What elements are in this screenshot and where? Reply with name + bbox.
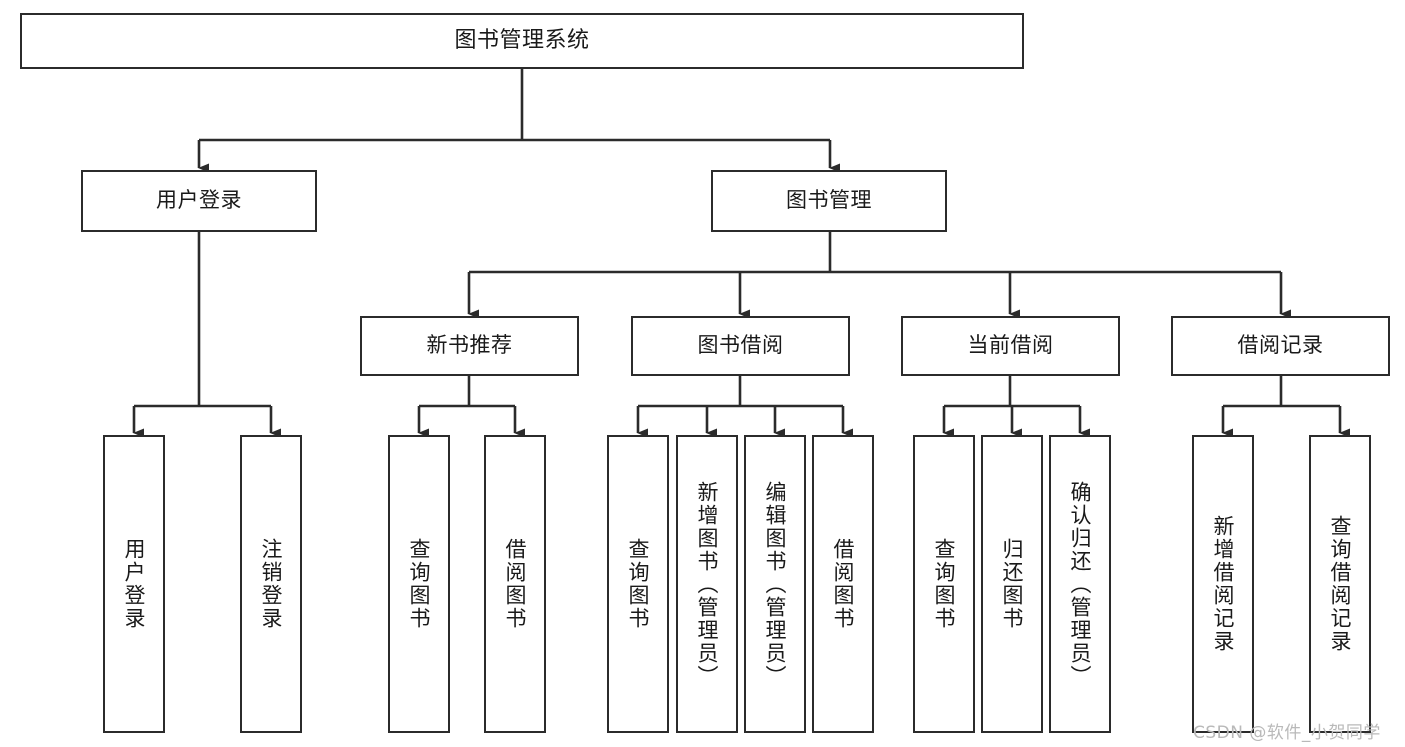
- node-user-login[interactable]: 用户登录: [81, 170, 317, 232]
- node-book-manage[interactable]: 图书管理: [711, 170, 947, 232]
- node-leaf-confirm-return[interactable]: 确认归还（管理员）: [1049, 435, 1111, 733]
- node-new-book-recommend-label: 新书推荐: [426, 333, 513, 358]
- node-leaf-query-book-3[interactable]: 查询图书: [913, 435, 975, 733]
- node-book-borrow[interactable]: 图书借阅: [631, 316, 850, 376]
- node-user-login-label: 用户登录: [156, 188, 242, 213]
- node-book-manage-label: 图书管理: [786, 188, 872, 213]
- node-leaf-add-record[interactable]: 新增借阅记录: [1192, 435, 1254, 733]
- node-leaf-add-book-label: 新增图书（管理员）: [695, 480, 720, 688]
- node-leaf-logout[interactable]: 注销登录: [240, 435, 302, 733]
- node-leaf-query-book-1[interactable]: 查询图书: [388, 435, 450, 733]
- node-leaf-return-book-label: 归还图书: [1000, 538, 1025, 630]
- node-leaf-query-book-1-label: 查询图书: [407, 538, 432, 630]
- node-leaf-return-book[interactable]: 归还图书: [981, 435, 1043, 733]
- node-borrow-record[interactable]: 借阅记录: [1171, 316, 1390, 376]
- node-leaf-add-book[interactable]: 新增图书（管理员）: [676, 435, 738, 733]
- node-current-borrow-label: 当前借阅: [967, 333, 1054, 358]
- node-root[interactable]: 图书管理系统: [20, 13, 1024, 69]
- node-leaf-logout-label: 注销登录: [259, 538, 284, 630]
- node-root-label: 图书管理系统: [454, 27, 590, 53]
- node-leaf-user-login[interactable]: 用户登录: [103, 435, 165, 733]
- node-leaf-query-record[interactable]: 查询借阅记录: [1309, 435, 1371, 733]
- node-new-book-recommend[interactable]: 新书推荐: [360, 316, 579, 376]
- node-leaf-borrow-book-2-label: 借阅图书: [831, 538, 856, 630]
- node-leaf-query-book-2-label: 查询图书: [626, 538, 651, 630]
- node-leaf-borrow-book-2[interactable]: 借阅图书: [812, 435, 874, 733]
- node-borrow-record-label: 借阅记录: [1237, 333, 1324, 358]
- node-leaf-edit-book-label: 编辑图书（管理员）: [763, 480, 788, 688]
- node-leaf-add-record-label: 新增借阅记录: [1211, 515, 1236, 653]
- node-leaf-query-book-2[interactable]: 查询图书: [607, 435, 669, 733]
- node-leaf-borrow-book-1[interactable]: 借阅图书: [484, 435, 546, 733]
- node-book-borrow-label: 图书借阅: [697, 333, 784, 358]
- node-leaf-query-record-label: 查询借阅记录: [1328, 515, 1353, 653]
- node-leaf-user-login-label: 用户登录: [122, 538, 147, 630]
- watermark: CSDN @软件_小贺同学: [1193, 723, 1381, 743]
- node-leaf-query-book-3-label: 查询图书: [932, 538, 957, 630]
- node-current-borrow[interactable]: 当前借阅: [901, 316, 1120, 376]
- node-leaf-confirm-return-label: 确认归还（管理员）: [1068, 480, 1093, 688]
- node-leaf-edit-book[interactable]: 编辑图书（管理员）: [744, 435, 806, 733]
- node-leaf-borrow-book-1-label: 借阅图书: [503, 538, 528, 630]
